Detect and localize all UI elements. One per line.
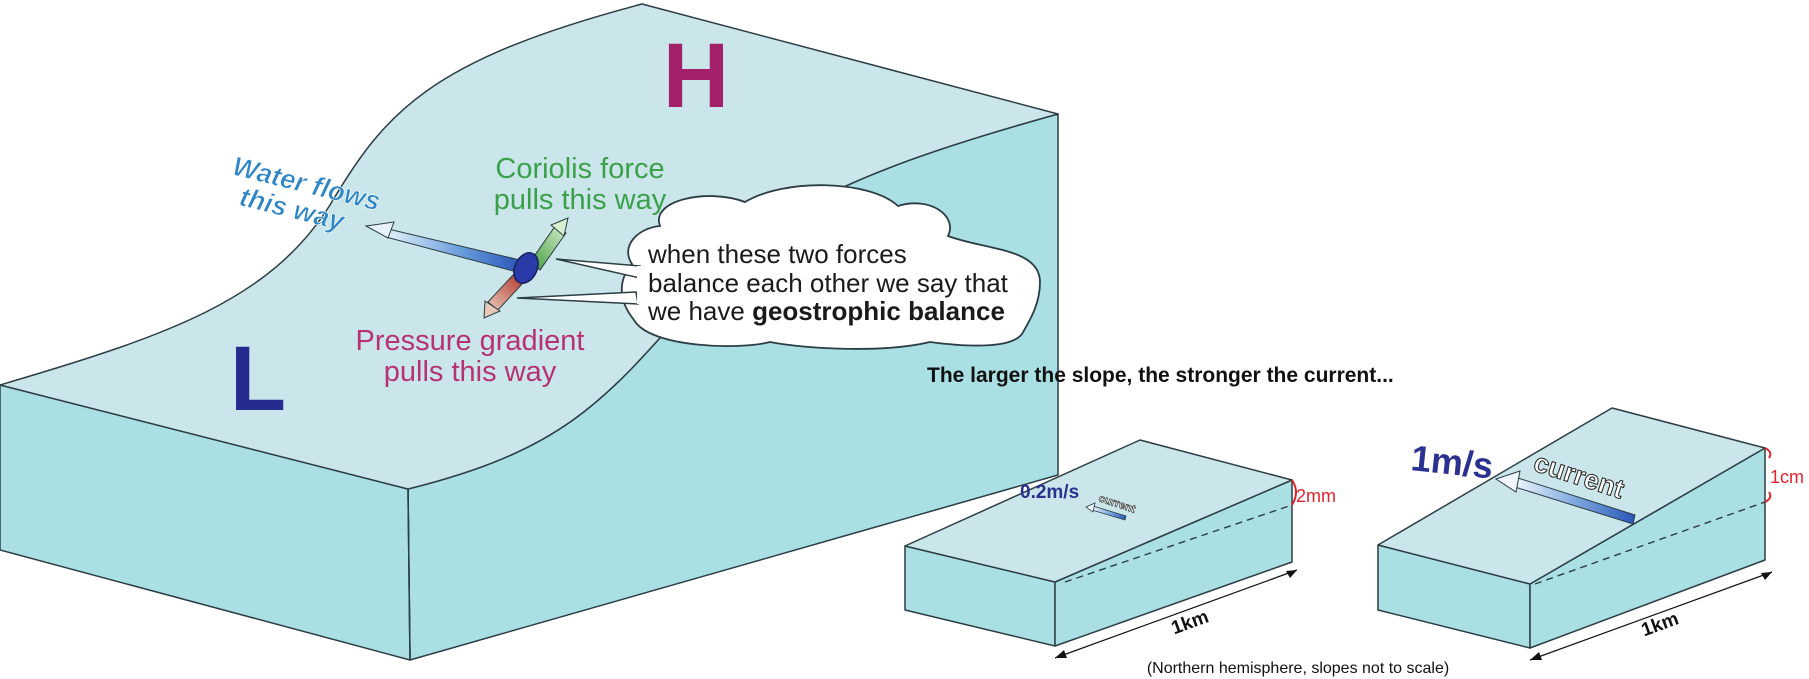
water-parcel <box>513 252 539 284</box>
large-height-label: 1cm <box>1770 467 1804 487</box>
bubble-text-3-bold: geostrophic balance <box>752 296 1005 326</box>
small-height-label: 2mm <box>1296 486 1336 506</box>
small-slope-block: 2mm 1km 0.2m/s current <box>904 439 1336 659</box>
large-slope-block: 1cm 1km 1m/s current <box>1377 407 1804 661</box>
large-height-marker-top <box>1764 447 1772 459</box>
bubble-text-1: when these two forces <box>647 239 907 269</box>
small-speed-label: 0.2m/s <box>1020 482 1079 503</box>
pressure-text-2: pulls this way <box>384 356 557 388</box>
block-edge <box>407 488 411 661</box>
small-length-line <box>1054 569 1298 659</box>
large-length-label: 1km <box>1639 608 1682 641</box>
speech-bubble: when these two forces balance each other… <box>516 184 1041 350</box>
bubble-text-3-prefix: we have <box>647 296 752 326</box>
high-pressure-label: H <box>663 25 729 127</box>
block-top-surface <box>0 3 1059 490</box>
bubble-text-2: balance each other we say that <box>648 268 1009 298</box>
footnote: (Northern hemisphere, slopes not to scal… <box>1147 660 1449 677</box>
bubble-cloud <box>620 184 1041 350</box>
pressure-text-1: Pressure gradient <box>356 325 585 357</box>
small-length-label: 1km <box>1169 606 1212 639</box>
large-speed-label: 1m/s <box>1409 437 1495 486</box>
small-height-marker <box>1291 479 1297 506</box>
slope-caption: The larger the slope, the stronger the c… <box>927 364 1394 387</box>
coriolis-text-1: Coriolis force <box>495 153 664 185</box>
coriolis-arrow-head <box>550 217 569 237</box>
pressure-arrow-head <box>483 300 502 319</box>
large-height-marker-bottom <box>1764 491 1772 503</box>
coriolis-text-2: pulls this way <box>494 184 667 216</box>
large-current-arrow <box>1494 470 1636 525</box>
small-block-hidden-edge <box>1064 504 1293 583</box>
bubble-text-3: we have geostrophic balance <box>647 296 1005 326</box>
low-pressure-label: L <box>230 328 286 430</box>
large-length-line <box>1529 571 1773 661</box>
large-block-hidden-edge <box>1534 501 1766 585</box>
small-current-arrow <box>1085 502 1127 521</box>
pressure-arrow <box>483 274 524 319</box>
flow-arrow-head <box>364 221 395 239</box>
